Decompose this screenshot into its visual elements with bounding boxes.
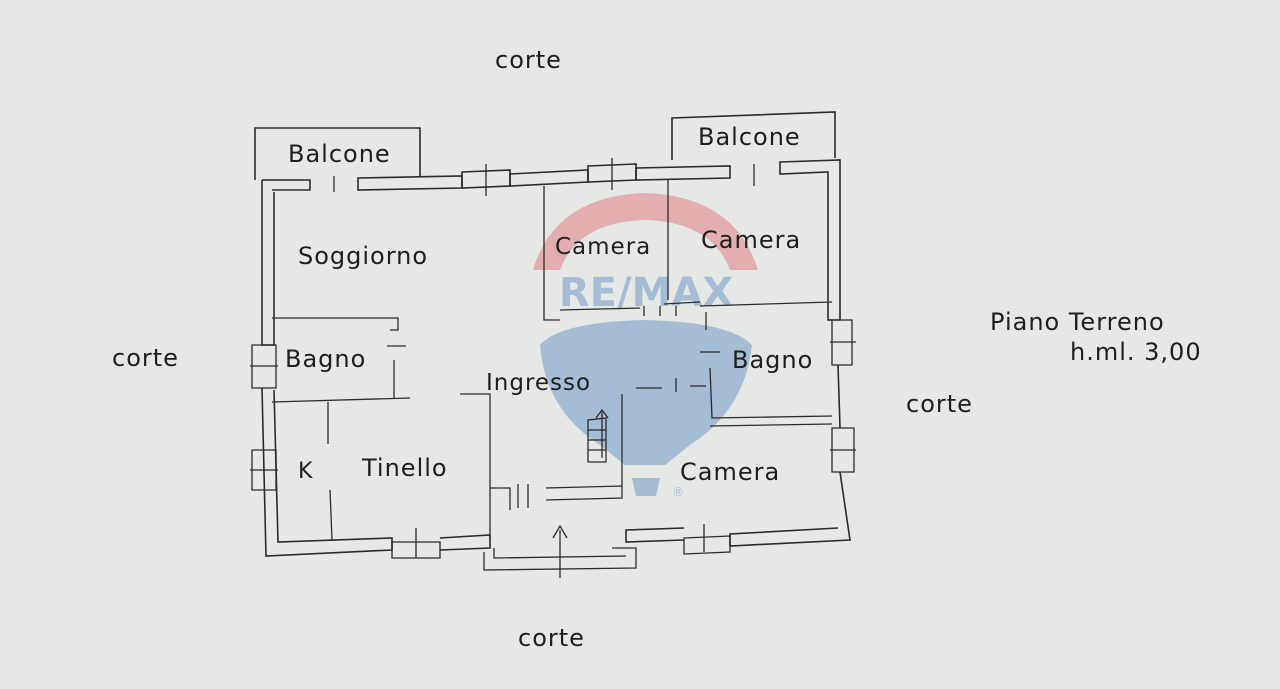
- floor-height-label: h.ml. 3,00: [1070, 338, 1202, 366]
- registered-mark: ®: [672, 485, 684, 499]
- corte-top-label: corte: [495, 46, 562, 74]
- soggiorno-label: Soggiorno: [298, 242, 428, 270]
- camera-right-label: Camera: [701, 226, 801, 254]
- corte-right-label: corte: [906, 390, 973, 418]
- corte-left-label: corte: [112, 344, 179, 372]
- tinello-label: Tinello: [361, 454, 448, 482]
- camera-center-label: Camera: [555, 234, 651, 260]
- bagno-right-label: Bagno: [732, 346, 813, 374]
- balloon-blue-band: [540, 320, 752, 465]
- balcone-left-label: Balcone: [288, 140, 391, 168]
- window-marks: [250, 158, 856, 471]
- camera-bottom-label: Camera: [680, 458, 780, 486]
- corte-bottom-label: corte: [518, 624, 585, 652]
- balloon-red-band: [533, 193, 758, 270]
- remax-watermark: RE/MAX ®: [533, 193, 758, 499]
- balloon-basket-icon: [632, 478, 660, 496]
- partitions: [271, 180, 833, 578]
- ingresso-label: Ingresso: [486, 370, 591, 396]
- balcone-right-label: Balcone: [698, 123, 801, 151]
- remax-logo-text: RE/MAX: [559, 270, 733, 316]
- door-ticks: [333, 164, 755, 558]
- bagno-left-label: Bagno: [285, 345, 366, 373]
- k-label: K: [298, 459, 313, 484]
- floor-name-label: Piano Terreno: [990, 308, 1165, 336]
- walls: [251, 111, 855, 571]
